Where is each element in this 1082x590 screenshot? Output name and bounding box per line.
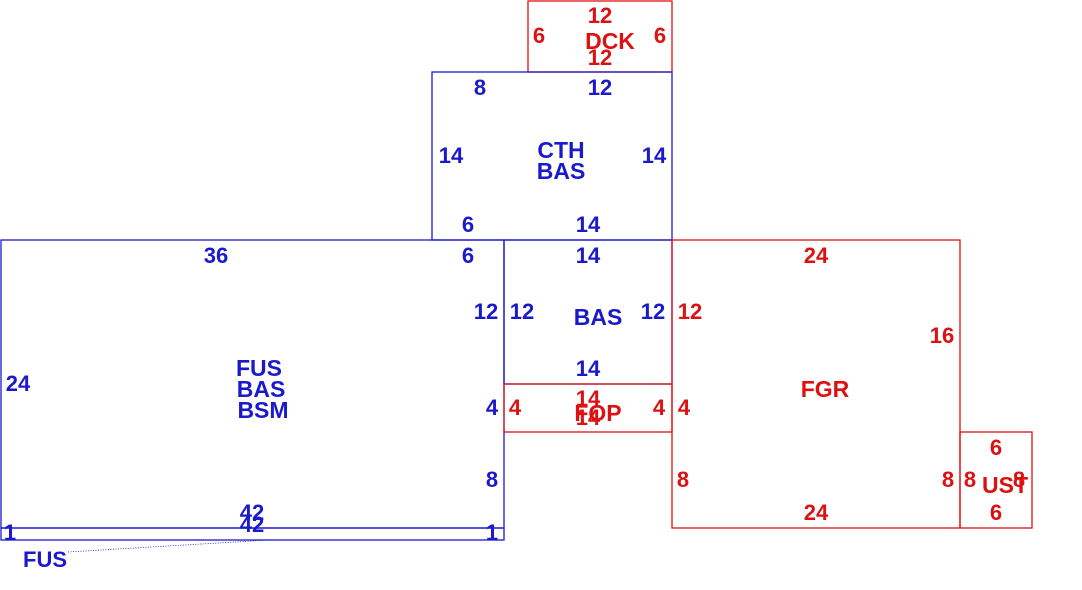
cth-dim-bottom-left: 6 — [462, 212, 474, 237]
cth-label-2: BAS — [537, 158, 586, 184]
fus-dim-right-lower: 8 — [486, 467, 498, 492]
fop-dim-top: 14 — [576, 386, 601, 411]
fus-label-2: BAS — [237, 376, 286, 402]
fus-label-1: FUS — [236, 355, 282, 381]
ust-outline — [959, 431, 1033, 529]
fop-label: FOP — [574, 400, 621, 426]
fgr-outline — [671, 239, 961, 529]
bas-dim-right: 12 — [641, 299, 665, 324]
fop-dim-left: 4 — [509, 395, 522, 420]
fus-strip-dim-right: 1 — [486, 520, 498, 545]
cth-dim-left: 14 — [439, 143, 464, 168]
bas-dim-bottom: 14 — [576, 356, 601, 381]
fop-dim-bottom: 14 — [576, 405, 601, 430]
ust-dim-bottom: 6 — [990, 500, 1002, 525]
fgr-dim-top: 24 — [804, 243, 829, 268]
bas-label: BAS — [574, 304, 623, 330]
ust-dim-right: 8 — [1013, 467, 1025, 492]
dck-dim-bottom: 12 — [588, 45, 612, 70]
fus-dim-right-mid: 4 — [486, 395, 499, 420]
fop-dim-right: 4 — [653, 395, 666, 420]
fus-dim-top: 36 — [204, 243, 228, 268]
fus-strip-label: FUS — [23, 547, 67, 572]
fgr-dim-bottom: 24 — [804, 500, 829, 525]
fus-dim-left: 24 — [6, 371, 31, 396]
fus-strip-dim-left: 1 — [4, 520, 16, 545]
fgr-dim-left-upper: 12 — [678, 299, 702, 324]
fgr-dim-right: 16 — [930, 323, 954, 348]
fgr-dim-left-lower: 8 — [677, 467, 689, 492]
ust-dim-left: 8 — [964, 467, 976, 492]
fgr-dim-left-mid: 4 — [678, 395, 691, 420]
cth-dim-top-left: 8 — [474, 75, 486, 100]
fus-dim-bottom: 42 — [240, 500, 264, 525]
bas-dim-top: 14 — [576, 243, 601, 268]
cth-dim-top: 12 — [588, 75, 612, 100]
fus-strip-dim-top: 42 — [240, 512, 264, 537]
dck-dim-left: 6 — [533, 23, 545, 48]
fgr-dim-right-lower: 8 — [942, 467, 954, 492]
ust-dim-top: 6 — [990, 435, 1002, 460]
fus-strip-leader-line — [67, 539, 269, 553]
fgr-label: FGR — [801, 376, 850, 402]
fus-dim-top-right: 6 — [462, 243, 474, 268]
cth-label-1: CTH — [537, 137, 584, 163]
cth-dim-right: 14 — [642, 143, 667, 168]
dck-dim-top: 12 — [588, 3, 612, 28]
fus-strip-outline — [0, 527, 505, 541]
ust-label: UST — [982, 472, 1028, 498]
dck-label: DCK — [585, 28, 635, 54]
dck-dim-right: 6 — [654, 23, 666, 48]
cth-dim-bottom: 14 — [576, 212, 601, 237]
fus-dim-right-upper: 12 — [474, 299, 498, 324]
fus-label-3: BSM — [237, 397, 288, 423]
bas-dim-left: 12 — [510, 299, 534, 324]
